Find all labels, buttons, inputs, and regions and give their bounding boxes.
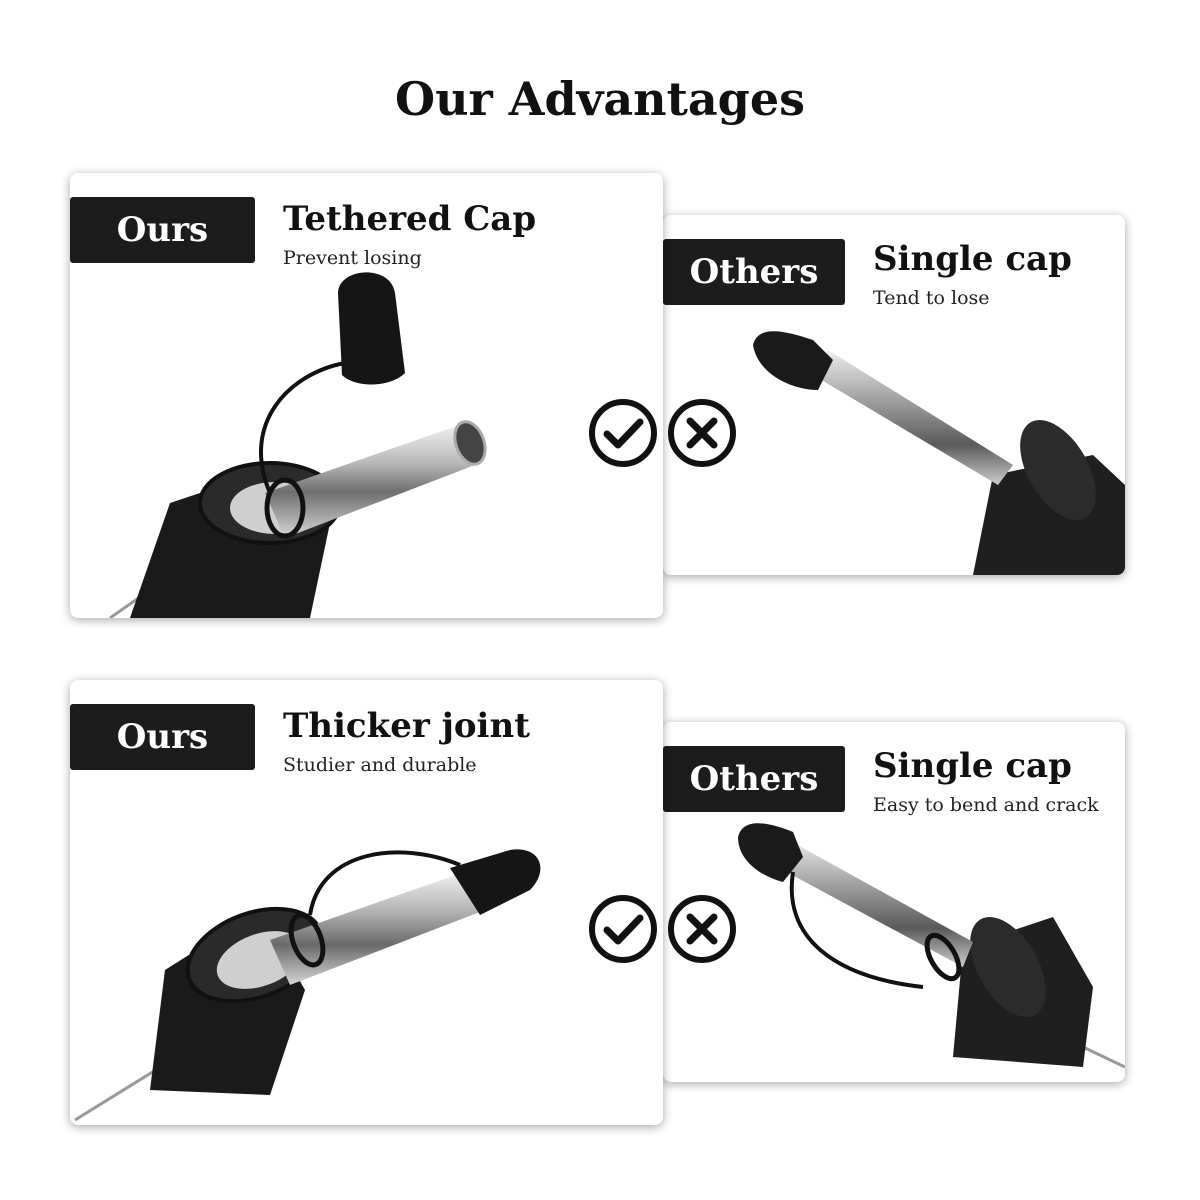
single-cap-pourer-image	[738, 823, 1125, 1069]
check-circle-icon	[589, 895, 657, 963]
ours-card-2: Ours Thicker joint Studier and durable	[70, 680, 663, 1125]
ours-badge: Ours	[70, 197, 255, 263]
feature-subtitle: Easy to bend and crack	[873, 794, 1099, 816]
feature-title: Single cap	[873, 746, 1072, 786]
others-badge: Others	[663, 746, 845, 812]
x-circle-icon	[668, 895, 736, 963]
ours-card-1: Ours Tethered Cap Prevent losing	[70, 173, 663, 618]
ours-badge: Ours	[70, 704, 255, 770]
others-card-2: Others Single cap Easy to bend and crack	[663, 722, 1125, 1082]
feature-title: Single cap	[873, 239, 1072, 279]
feature-subtitle: Prevent losing	[283, 247, 422, 269]
others-badge: Others	[663, 239, 845, 305]
feature-subtitle: Studier and durable	[283, 754, 477, 776]
single-cap-pourer-image	[753, 331, 1125, 575]
thicker-joint-pourer-image	[74, 849, 541, 1122]
check-circle-icon	[589, 399, 657, 467]
page-title: Our Advantages	[395, 72, 805, 126]
others-card-1: Others Single cap Tend to lose	[663, 215, 1125, 575]
feature-title: Thicker joint	[283, 706, 530, 746]
x-circle-icon	[668, 399, 736, 467]
feature-title: Tethered Cap	[283, 199, 537, 239]
tethered-pourer-image	[109, 272, 487, 618]
feature-subtitle: Tend to lose	[873, 287, 990, 309]
